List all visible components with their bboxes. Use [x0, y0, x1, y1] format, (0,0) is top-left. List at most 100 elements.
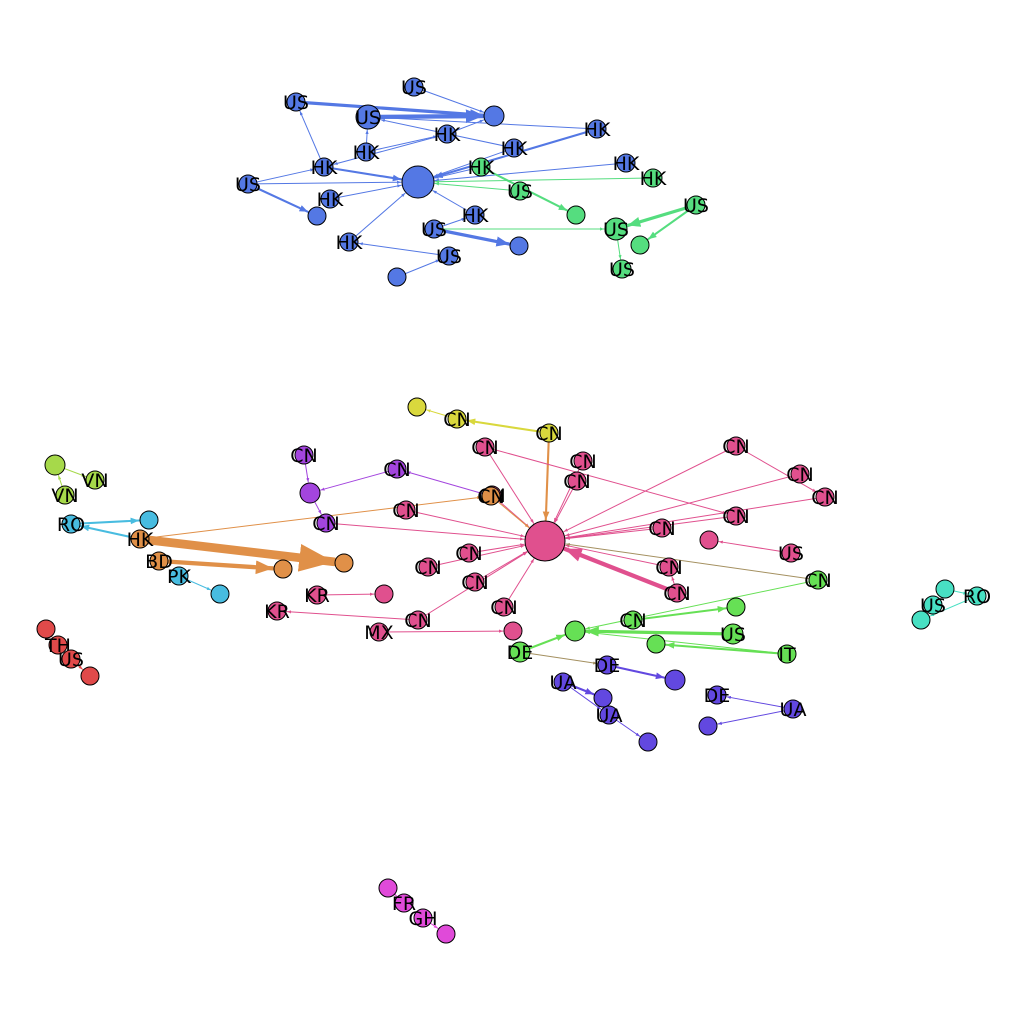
node-gr_circ2[interactable] — [726, 597, 746, 617]
node-circle[interactable] — [85, 470, 105, 490]
node-circle[interactable] — [935, 579, 955, 599]
node-circle[interactable] — [36, 619, 56, 639]
node-g_hk2[interactable]: HK — [640, 168, 667, 190]
node-b_us5[interactable]: US — [436, 246, 462, 268]
node-circle[interactable] — [664, 669, 686, 691]
node-circle[interactable] — [475, 437, 495, 457]
node-circle[interactable] — [667, 583, 687, 603]
node-circle[interactable] — [408, 610, 428, 630]
node-circle[interactable] — [356, 142, 376, 162]
node-circle[interactable] — [808, 570, 828, 590]
node-circle[interactable] — [524, 520, 566, 562]
node-b_circ4[interactable] — [387, 267, 407, 287]
node-circle[interactable] — [923, 595, 943, 615]
node-p_cn8[interactable]: CN — [722, 506, 749, 528]
node-circle[interactable] — [726, 597, 746, 617]
node-p_cn4[interactable]: CN — [786, 464, 813, 486]
node-circle[interactable] — [722, 623, 744, 645]
node-v_circ2[interactable] — [638, 732, 658, 752]
node-circle[interactable] — [539, 423, 559, 443]
node-circle[interactable] — [726, 436, 746, 456]
node-m_circ2[interactable] — [436, 924, 456, 944]
node-circle[interactable] — [509, 641, 531, 663]
node-circle[interactable] — [267, 601, 287, 621]
node-p_cn12[interactable]: CN — [455, 543, 482, 565]
node-circle[interactable] — [437, 124, 457, 144]
node-g_circ2[interactable] — [630, 235, 650, 255]
node-p_cn15[interactable]: CN — [490, 597, 517, 619]
node-v_de2[interactable]: DE — [704, 685, 731, 707]
node-circle[interactable] — [483, 105, 505, 127]
node-circle[interactable] — [320, 189, 340, 209]
node-circle[interactable] — [394, 893, 414, 913]
node-y_circ[interactable] — [407, 397, 427, 417]
node-circle[interactable] — [378, 878, 398, 898]
node-p_hub[interactable] — [524, 520, 566, 562]
node-circle[interactable] — [80, 666, 100, 686]
node-circle[interactable] — [307, 585, 327, 605]
node-p_circ1[interactable] — [699, 530, 719, 550]
node-circle[interactable] — [61, 649, 81, 669]
node-r_circ1[interactable] — [36, 619, 56, 639]
node-c_circ2[interactable] — [210, 584, 230, 604]
node-circle[interactable] — [139, 510, 159, 530]
node-p_mx[interactable]: MX — [364, 622, 393, 644]
node-g_circ1[interactable] — [566, 205, 586, 225]
node-circle[interactable] — [790, 464, 810, 484]
node-circle[interactable] — [630, 235, 650, 255]
node-p_cn6[interactable]: CN — [811, 487, 838, 509]
node-circle[interactable] — [334, 553, 354, 573]
node-p_cn10[interactable]: CN — [655, 557, 682, 579]
node-v_ua2[interactable]: UA — [596, 705, 623, 727]
node-circle[interactable] — [61, 514, 81, 534]
node-g_us4[interactable]: US — [609, 259, 635, 281]
node-circle[interactable] — [597, 655, 617, 675]
node-circle[interactable] — [646, 634, 666, 654]
node-circle[interactable] — [726, 506, 746, 526]
node-p_cn1[interactable]: CN — [471, 437, 498, 459]
node-circle[interactable] — [494, 597, 514, 617]
node-gr_de[interactable]: DE — [507, 641, 534, 664]
node-b_hk2[interactable]: HK — [353, 142, 380, 164]
node-circle[interactable] — [616, 153, 636, 173]
node-circle[interactable] — [593, 688, 613, 708]
node-b_us2[interactable]: US — [401, 77, 427, 99]
node-circle[interactable] — [707, 685, 727, 705]
node-p_cn13[interactable]: CN — [461, 572, 488, 594]
node-circle[interactable] — [567, 471, 587, 491]
node-pu_cn1[interactable]: CN — [290, 445, 317, 467]
node-t_us[interactable]: US — [920, 595, 946, 617]
node-circle[interactable] — [612, 259, 632, 279]
node-circle[interactable] — [418, 557, 438, 577]
node-circle[interactable] — [815, 487, 835, 507]
node-t_ro[interactable]: RO — [963, 586, 991, 608]
node-circle[interactable] — [169, 566, 189, 586]
node-v_ua1[interactable]: UA — [550, 672, 577, 694]
node-circle[interactable] — [424, 219, 444, 239]
node-v_circ1[interactable] — [593, 688, 613, 708]
node-g_us3[interactable]: US — [603, 217, 629, 241]
node-circle[interactable] — [294, 445, 314, 465]
node-v_circ4[interactable] — [698, 716, 718, 736]
node-y_cn2[interactable]: CN — [535, 423, 562, 445]
node-circle[interactable] — [783, 699, 803, 719]
node-b_hk7[interactable]: HK — [317, 189, 344, 211]
node-circle[interactable] — [436, 924, 456, 944]
node-circle[interactable] — [652, 518, 672, 538]
node-m_fr[interactable]: FR — [392, 893, 416, 915]
node-g_us2[interactable]: US — [683, 195, 709, 217]
node-circle[interactable] — [401, 165, 435, 199]
node-circle[interactable] — [307, 206, 327, 226]
node-b_hk5[interactable]: HK — [311, 157, 338, 179]
node-l_vn2[interactable]: VN — [51, 485, 78, 507]
node-c_ro[interactable]: RO — [57, 514, 85, 536]
node-gr_cn2[interactable]: CN — [804, 570, 831, 592]
node-circle[interactable] — [439, 246, 459, 266]
node-r_circ2[interactable] — [80, 666, 100, 686]
node-circle[interactable] — [566, 205, 586, 225]
node-circle[interactable] — [355, 104, 381, 130]
node-o_bd[interactable]: BD — [145, 551, 173, 573]
node-circle[interactable] — [413, 908, 433, 928]
node-p_cn7[interactable]: CN — [392, 500, 419, 522]
node-gr_cn[interactable]: CN — [619, 610, 646, 632]
